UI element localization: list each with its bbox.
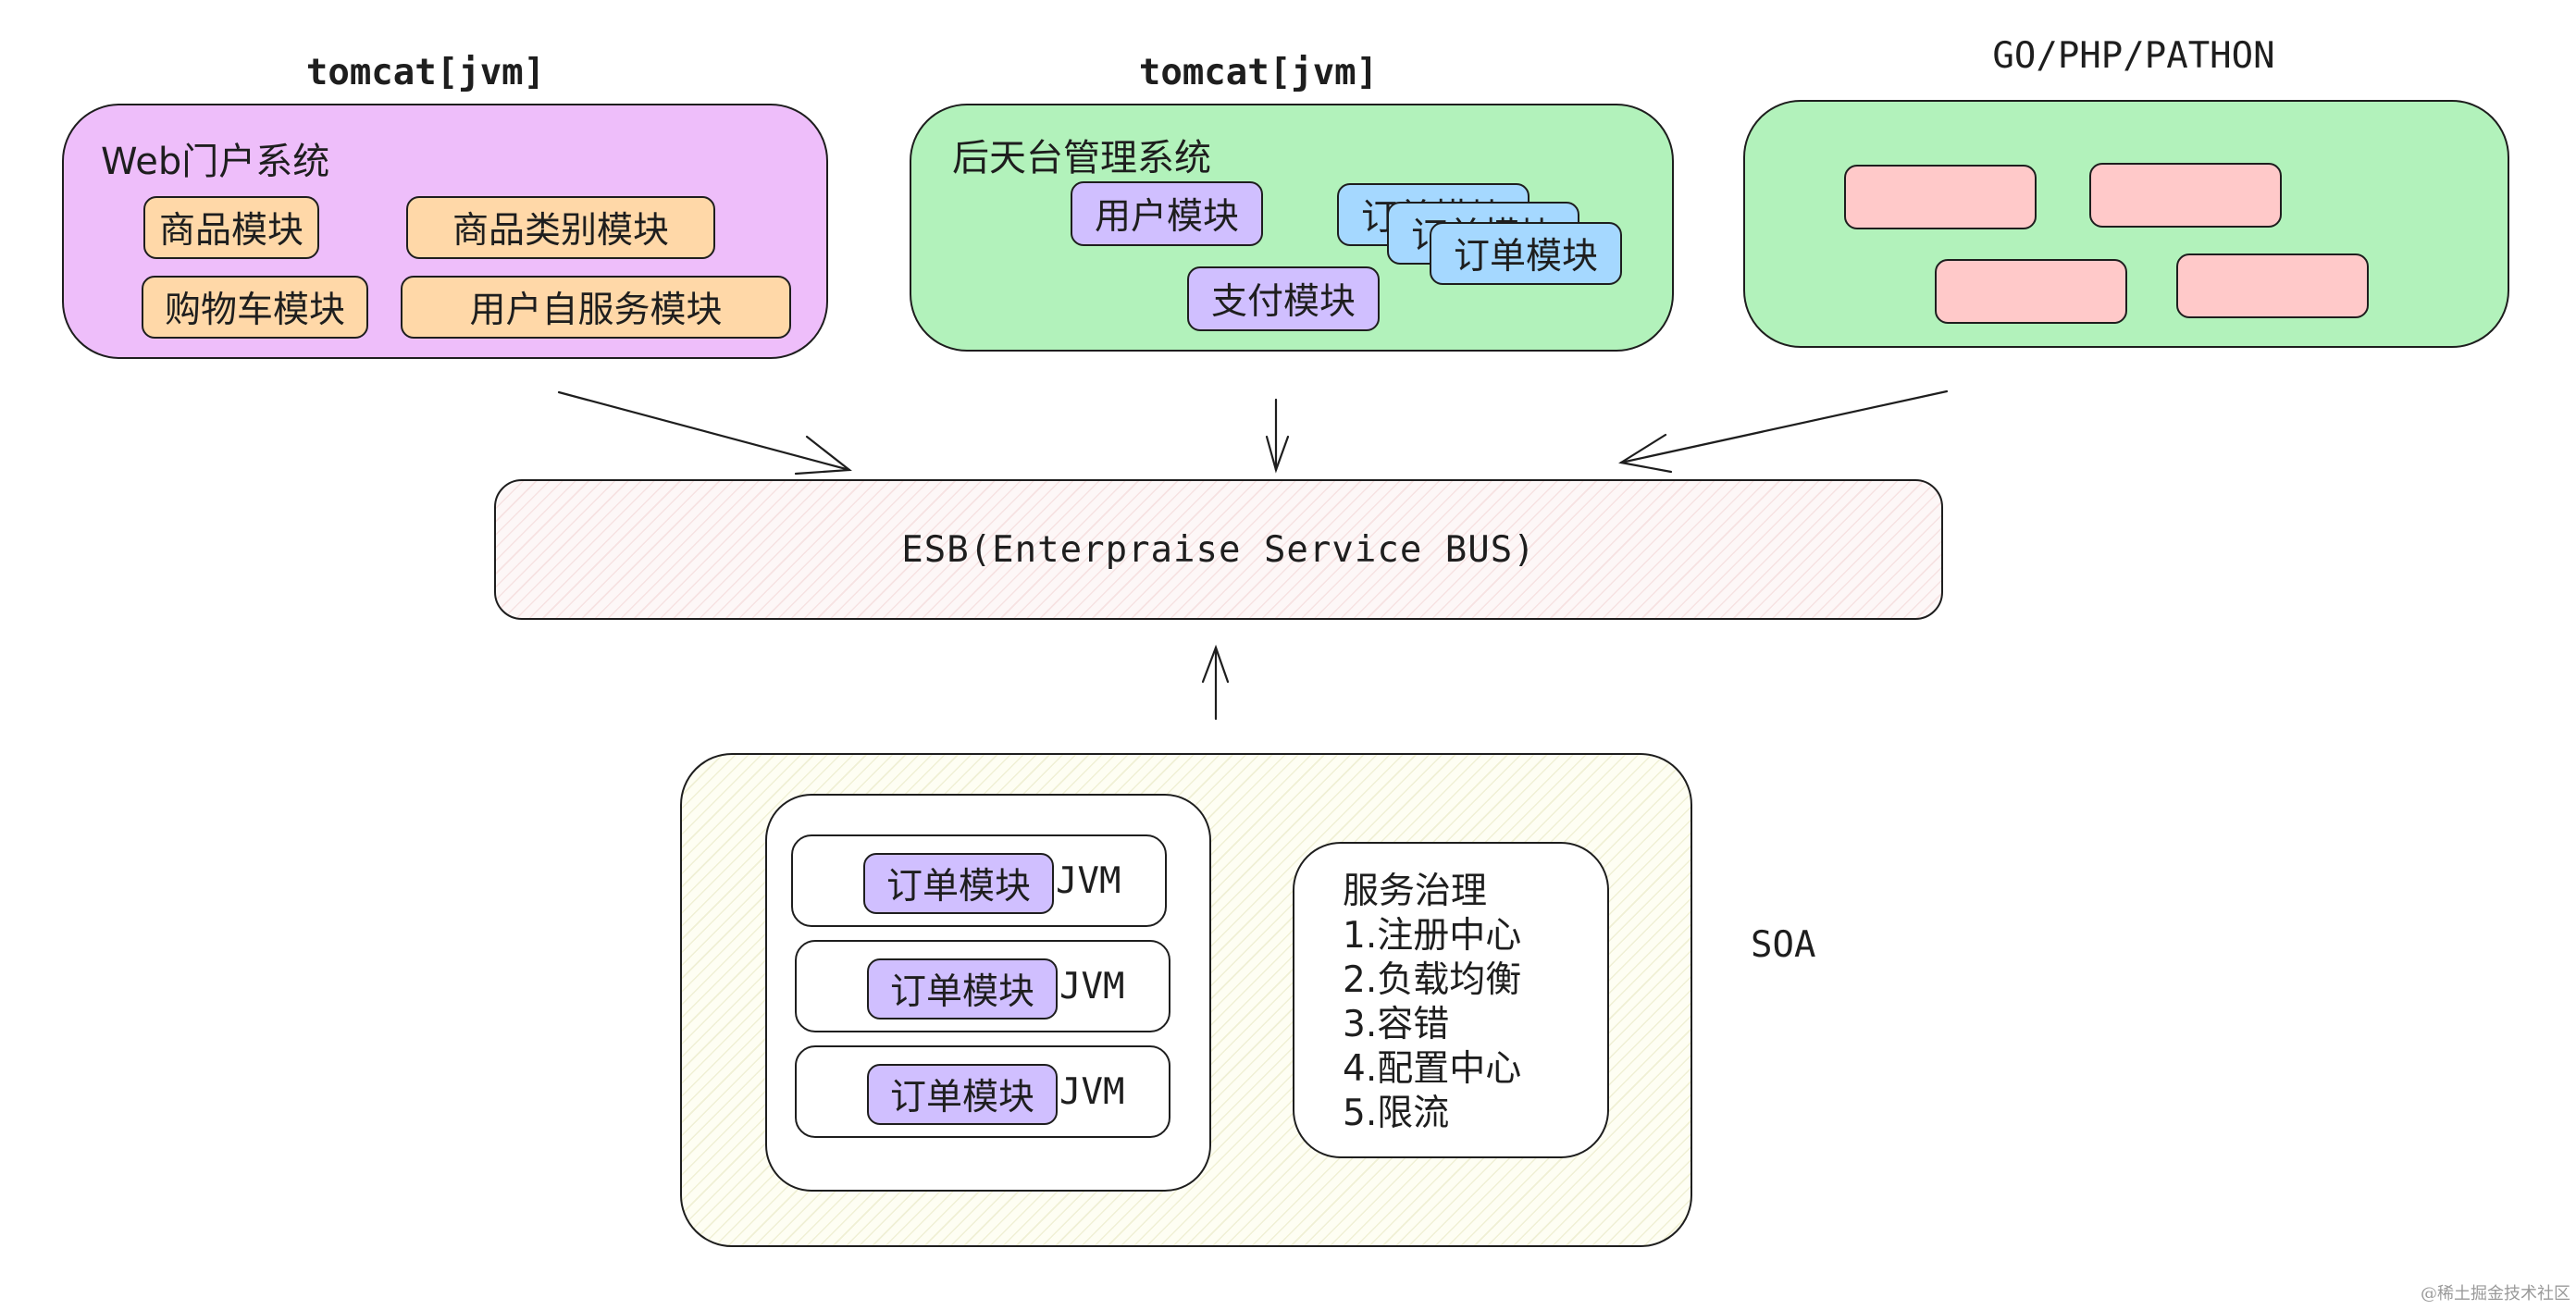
- arrowhead-web-to-esb: [794, 435, 852, 476]
- module-user-self-service: 用户自服务模块: [401, 276, 791, 339]
- service-governance-list: 服务治理 1.注册中心 2.负载均衡 3.容错 4.配置中心 5.限流: [1343, 870, 1521, 1136]
- module-order-stack-front: 订单模块: [1430, 222, 1622, 285]
- governance-item: 5.限流: [1343, 1093, 1450, 1134]
- module-product-category: 商品类别模块: [406, 196, 715, 259]
- arrowhead-other-to-esb: [1618, 433, 1673, 474]
- module-payment: 支付模块: [1187, 266, 1380, 331]
- order-module: 订单模块: [863, 853, 1054, 914]
- esb-bus: ESB(Enterpraise Service BUS): [494, 479, 1943, 620]
- governance-title: 服务治理: [1343, 871, 1488, 912]
- module-product: 商品模块: [143, 196, 319, 259]
- admin-container-header: tomcat[jvm]: [1138, 52, 1379, 93]
- placeholder-module-4: [2176, 253, 2369, 318]
- service-cluster: 订单模块 JVM 订单模块 JVM 订单模块 JVM: [765, 794, 1211, 1192]
- web-portal-container: Web门户系统 商品模块 商品类别模块 购物车模块 用户自服务模块: [62, 104, 828, 359]
- jvm-instance-1: 订单模块 JVM: [791, 834, 1167, 927]
- admin-system-label: 后天台管理系统: [952, 137, 1211, 179]
- jvm-instance-3: 订单模块 JVM: [795, 1045, 1170, 1138]
- esb-label: ESB(Enterpraise Service BUS): [901, 528, 1536, 571]
- placeholder-module-3: [1935, 259, 2127, 324]
- arrowhead-admin-to-esb: [1265, 435, 1290, 474]
- governance-item: 1.注册中心: [1343, 915, 1522, 957]
- governance-item: 4.配置中心: [1343, 1048, 1522, 1090]
- jvm-label: JVM: [1059, 966, 1125, 1007]
- web-system-label: Web门户系统: [101, 141, 330, 183]
- web-container-header: tomcat[jvm]: [305, 52, 546, 93]
- placeholder-module-2: [2089, 163, 2282, 228]
- arrow-other-to-esb: [1619, 389, 1949, 464]
- governance-item: 3.容错: [1343, 1004, 1450, 1045]
- jvm-instance-2: 订单模块 JVM: [795, 940, 1170, 1032]
- other-languages-container: [1743, 100, 2509, 348]
- other-container-header: GO/PHP/PATHON: [1992, 35, 2275, 77]
- arrowhead-soa-to-esb: [1201, 644, 1230, 684]
- governance-item: 2.负载均衡: [1343, 959, 1522, 1001]
- module-user: 用户模块: [1071, 181, 1263, 246]
- arrow-web-to-esb: [557, 390, 851, 472]
- placeholder-module-1: [1844, 165, 2037, 229]
- soa-label: SOA: [1751, 924, 1816, 966]
- service-governance-box: 服务治理 1.注册中心 2.负载均衡 3.容错 4.配置中心 5.限流: [1293, 842, 1609, 1158]
- module-cart: 购物车模块: [142, 276, 368, 339]
- soa-container: 订单模块 JVM 订单模块 JVM 订单模块 JVM 服务治理 1.注册中心 2…: [680, 753, 1692, 1247]
- admin-system-container: 后天台管理系统 用户模块 订单模块 订单模块 订单模块 支付模块: [910, 104, 1674, 352]
- watermark: @稀土掘金技术社区: [2421, 1284, 2570, 1304]
- order-module: 订单模块: [867, 958, 1058, 1020]
- jvm-label: JVM: [1059, 1071, 1125, 1113]
- jvm-label: JVM: [1056, 860, 1121, 902]
- order-module: 订单模块: [867, 1064, 1058, 1125]
